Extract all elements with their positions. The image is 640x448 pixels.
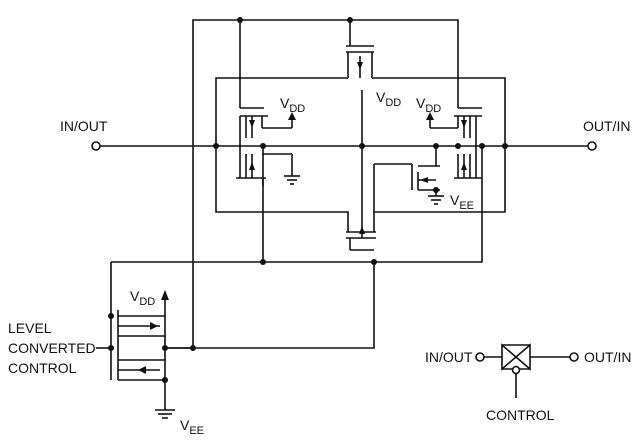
vdd-label-left: VDD xyxy=(280,95,306,115)
vee-label-level: VEE xyxy=(180,417,205,437)
vdd-label-center: VDD xyxy=(376,89,402,109)
sym-out-in-terminal[interactable] xyxy=(569,352,579,362)
level-label-line1: LEVEL xyxy=(8,320,52,336)
signal-path xyxy=(91,141,597,151)
transistor-left-upper xyxy=(239,107,296,178)
vdd-label-right: VDD xyxy=(416,95,442,115)
transistor-left-lower xyxy=(236,153,300,186)
sym-control-terminal[interactable] xyxy=(511,365,521,375)
transmission-gate-symbol xyxy=(475,343,579,398)
transistor-top xyxy=(346,45,374,78)
in-out-label: IN/OUT xyxy=(60,118,108,134)
out-in-terminal[interactable] xyxy=(587,141,597,151)
out-in-label: OUT/IN xyxy=(583,118,631,134)
level-converter xyxy=(96,262,193,419)
transistor-right-upper xyxy=(426,107,482,178)
vee-label-mid: VEE xyxy=(450,192,475,212)
junction-dots xyxy=(108,17,508,383)
transistor-bottom xyxy=(346,226,376,251)
level-label-line2: CONVERTED xyxy=(8,340,96,356)
sym-in-out-label: IN/OUT xyxy=(425,349,473,365)
transistor-right-lower xyxy=(454,154,482,179)
sym-out-in-label: OUT/IN xyxy=(584,349,632,365)
outer-wiring xyxy=(111,19,506,349)
in-out-terminal[interactable] xyxy=(91,141,101,151)
vdd-label-level: VDD xyxy=(130,288,156,308)
sym-control-label: CONTROL xyxy=(486,407,555,423)
transistor-vee-mid xyxy=(373,146,444,212)
sym-in-out-terminal[interactable] xyxy=(475,352,485,362)
level-label-line3: CONTROL xyxy=(8,360,77,376)
